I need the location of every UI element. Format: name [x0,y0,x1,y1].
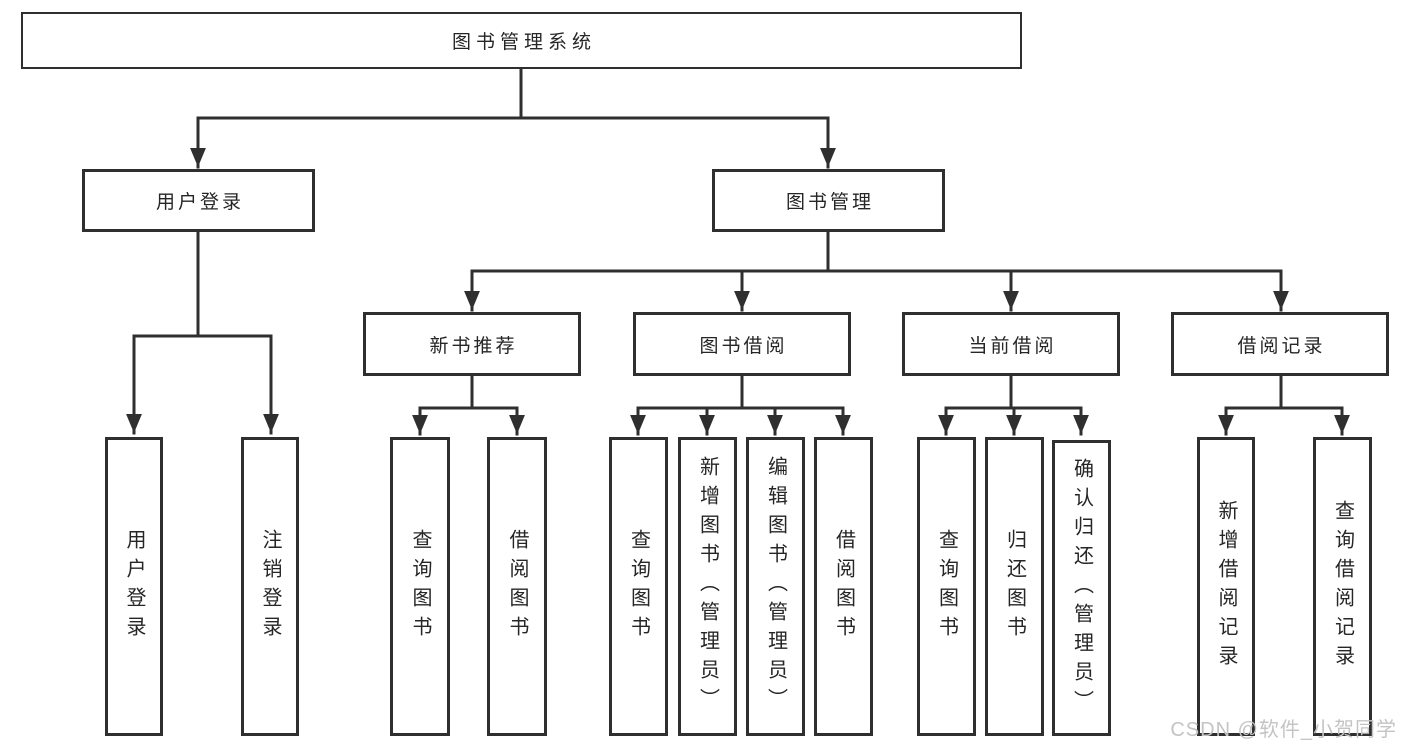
leaf-label: 查询图书 [409,528,431,645]
leaf-query-books-2: 查询图书 [609,437,668,736]
leaf-user-login: 用户登录 [105,437,163,736]
leaf-edit-books-admin: 编辑图书（管理员） [746,437,805,736]
connector-userlogin-to-leaves [126,230,279,435]
leaf-label: 归还图书 [1003,528,1026,645]
leaf-borrow-books-2: 借阅图书 [814,437,873,736]
node-label: 借阅记录 [1237,335,1326,357]
node-borrowing-records: 借阅记录 [1171,312,1389,376]
leaf-label: 确认归还（管理员） [1070,457,1093,719]
node-label: 图书借阅 [699,335,788,357]
leaf-label: 用户登录 [123,528,145,645]
connector-bookmgmt-to-level3 [464,230,1289,312]
leaf-query-borrow-record: 查询借阅记录 [1313,437,1372,736]
connector-current-to-leaves [938,374,1089,436]
node-book-management: 图书管理 [712,169,945,232]
leaf-label: 编辑图书（管理员） [764,456,787,717]
connector-borrow-to-leaves [630,374,851,436]
leaf-label: 新增图书（管理员） [696,456,719,717]
leaf-add-books-admin: 新增图书（管理员） [678,437,737,736]
node-label: 图书管理 [785,192,874,213]
node-book-borrowing: 图书借阅 [633,312,851,376]
node-new-book-recommend: 新书推荐 [363,312,581,376]
csdn-watermark: CSDN @软件_小贺同学 [1170,719,1397,741]
leaf-logout: 注销登录 [241,437,299,736]
node-user-login: 用户登录 [82,169,315,232]
node-label: 用户登录 [155,192,244,213]
leaf-query-books-3: 查询图书 [917,437,976,736]
leaf-label: 借阅图书 [832,528,855,645]
node-library-management-system: 图书管理系统 [21,12,1022,69]
node-label: 图书管理系统 [451,32,596,53]
leaf-label: 新增借阅记录 [1215,499,1237,674]
leaf-label: 借阅图书 [506,528,528,645]
leaf-label: 注销登录 [259,528,281,645]
connector-newbook-to-leaves [412,374,525,436]
leaf-borrow-books-1: 借阅图书 [487,437,547,736]
node-label: 新书推荐 [429,335,518,357]
node-current-borrowing: 当前借阅 [902,312,1120,376]
leaf-return-books: 归还图书 [985,437,1044,736]
leaf-label: 查询图书 [935,528,958,645]
leaf-add-borrow-record: 新增借阅记录 [1197,437,1255,736]
connector-records-to-leaves [1218,374,1350,436]
connector-root-to-level2 [190,67,836,169]
leaf-label: 查询借阅记录 [1331,499,1354,674]
leaf-label: 查询图书 [627,528,650,645]
leaf-query-books-1: 查询图书 [390,437,450,736]
leaf-confirm-return-admin: 确认归还（管理员） [1052,440,1111,736]
node-label: 当前借阅 [968,335,1057,357]
